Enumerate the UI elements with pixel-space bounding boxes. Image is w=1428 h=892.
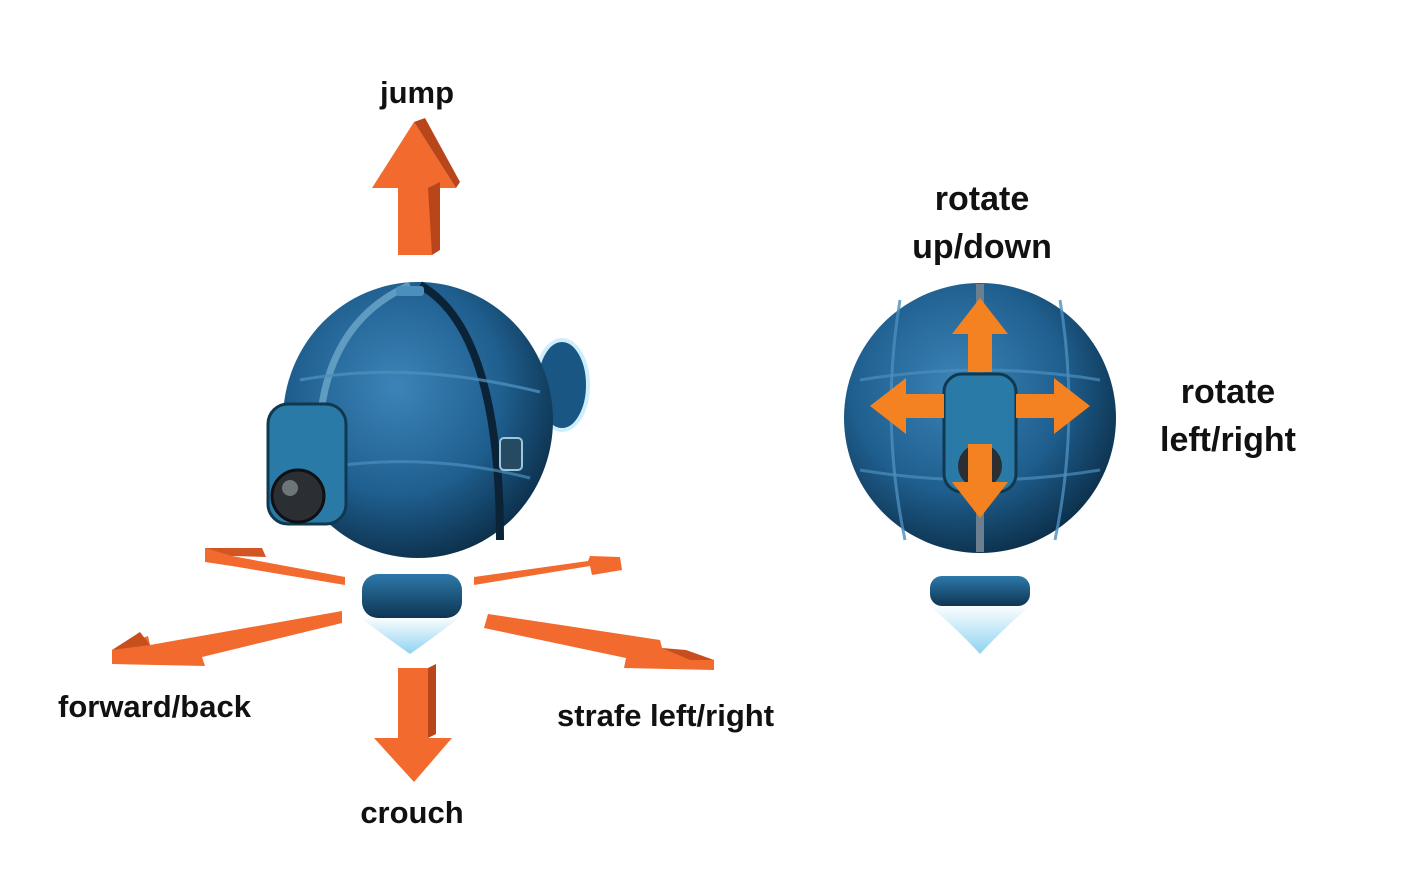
arrow-rotate-down bbox=[952, 444, 1008, 518]
arrow-rotate-left bbox=[870, 378, 944, 434]
arrow-jump bbox=[372, 118, 460, 255]
label-rotate-left-right: rotate left/right bbox=[1160, 368, 1296, 464]
camera-lens bbox=[270, 468, 326, 524]
label-forward-back: forward/back bbox=[58, 689, 251, 724]
arrow-crouch bbox=[374, 664, 452, 782]
label-line: left/right bbox=[1160, 421, 1296, 459]
robot-side-view bbox=[266, 281, 590, 654]
panel-line bbox=[418, 281, 504, 541]
arrow-rotate-right bbox=[1016, 378, 1090, 434]
hover-glow bbox=[358, 616, 462, 654]
label-jump: jump bbox=[379, 75, 455, 110]
arrow-rotate-up bbox=[952, 298, 1008, 372]
camera-lens-shine bbox=[282, 480, 298, 496]
panel-line bbox=[299, 370, 541, 394]
robot-ball bbox=[283, 282, 553, 558]
arrow-strafe-left bbox=[484, 614, 714, 670]
label-line: rotate bbox=[934, 180, 1030, 218]
arrow-strafe-right bbox=[474, 556, 622, 585]
arrow-forward bbox=[205, 548, 345, 585]
hover-glow bbox=[928, 604, 1032, 654]
panel-line bbox=[316, 281, 412, 421]
hover-base bbox=[930, 576, 1030, 606]
label-strafe: strafe left/right bbox=[557, 698, 775, 733]
label-rotate-up-down: rotate up/down bbox=[912, 175, 1052, 271]
hover-base bbox=[362, 574, 462, 618]
vent-grille bbox=[499, 437, 523, 471]
top-hatch bbox=[396, 286, 424, 296]
label-line: up/down bbox=[912, 228, 1052, 266]
label-crouch: crouch bbox=[360, 795, 464, 830]
arrow-back bbox=[112, 611, 342, 666]
label-line: rotate bbox=[1180, 373, 1276, 411]
